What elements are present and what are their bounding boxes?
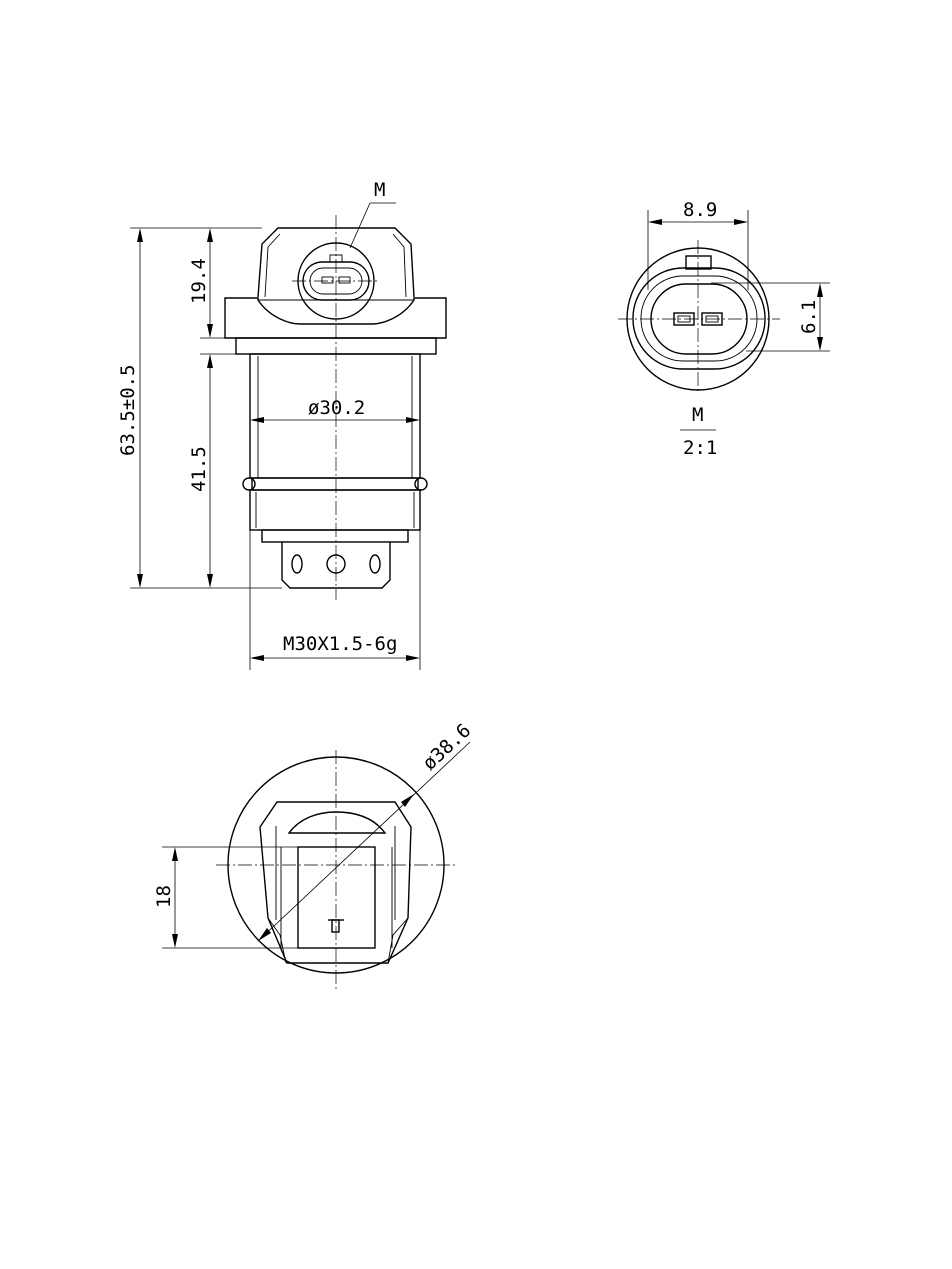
dim-63-5-arrow-bottom	[137, 574, 143, 588]
neck	[261, 529, 409, 543]
dim-6-1-text: 6.1	[798, 300, 820, 334]
detail-m-label: M	[374, 179, 385, 201]
connector-housing-inner	[264, 233, 281, 298]
dim-63-5-arrow-top	[137, 228, 143, 242]
dim-41-5-text: 41.5	[188, 446, 210, 492]
connector-housing	[257, 227, 415, 298]
dim-18-arrow-top	[172, 847, 178, 861]
dim-30-2-arrow-right	[406, 417, 420, 423]
sensor-tip	[281, 542, 391, 589]
detail-view-m: 8.9 6.1 M 2:1	[618, 199, 830, 459]
dim-41-5-arrow-top	[207, 354, 213, 368]
bottom-housing-outline	[259, 801, 412, 964]
flange	[224, 297, 447, 339]
detail-label-scale: 2:1	[683, 437, 717, 459]
detail-label-name: M	[692, 404, 703, 426]
dim-38-6-arrow-lower	[258, 928, 271, 941]
bottom-housing-inner-right	[387, 917, 409, 964]
o-ring-right	[414, 477, 428, 491]
bottom-housing-inner-left	[267, 917, 287, 964]
dim-19-4-text: 19.4	[188, 258, 210, 304]
detail-key	[685, 255, 712, 270]
dim-30-2-arrow-left	[250, 417, 264, 423]
o-ring-band	[251, 477, 419, 491]
detail-oval-mid	[640, 275, 758, 362]
pin-right	[338, 276, 351, 284]
pin-left	[321, 276, 334, 284]
dim-18-text: 18	[153, 885, 175, 908]
bottom-view: ø38.6 18	[153, 720, 475, 990]
dim-30-2-text: ø30.2	[308, 397, 365, 419]
dim-38-6-text: ø38.6	[418, 720, 475, 775]
detail-m-leader	[349, 202, 371, 249]
dim-6-1-arrow-top	[817, 283, 823, 297]
bottom-socket	[297, 846, 376, 949]
tip-slot-right	[369, 554, 381, 574]
dim-19-4-arrow-top	[207, 228, 213, 242]
connector-housing-inner-right	[392, 233, 407, 298]
dim-38-6-line	[257, 741, 471, 942]
bottom-arc-window	[287, 811, 387, 834]
tip-slot-left	[291, 554, 303, 574]
dim-38-6-arrow-upper	[401, 794, 414, 807]
dim-thread-arrow-left	[250, 655, 264, 661]
bottom-pin-body	[331, 919, 340, 933]
o-ring-left	[242, 477, 256, 491]
dim-8-9-text: 8.9	[683, 199, 717, 221]
front-view: M 19.4 41.5 63.5±0.5 ø30.2 M30X1.5-6g	[117, 179, 447, 670]
dim-8-9-arrow-right	[734, 219, 748, 225]
dim-18-arrow-bottom	[172, 934, 178, 948]
dim-thread-arrow-right	[406, 655, 420, 661]
dim-8-9-arrow-left	[648, 219, 662, 225]
dim-41-5-arrow-bottom	[207, 574, 213, 588]
detail-oval-outer	[632, 267, 766, 370]
dim-thread-text: M30X1.5-6g	[283, 633, 397, 655]
thread-section	[249, 489, 421, 531]
dim-19-4-arrow-bottom	[207, 324, 213, 338]
dim-6-1-arrow-bottom	[817, 337, 823, 351]
dim-63-5-text: 63.5±0.5	[117, 364, 139, 456]
